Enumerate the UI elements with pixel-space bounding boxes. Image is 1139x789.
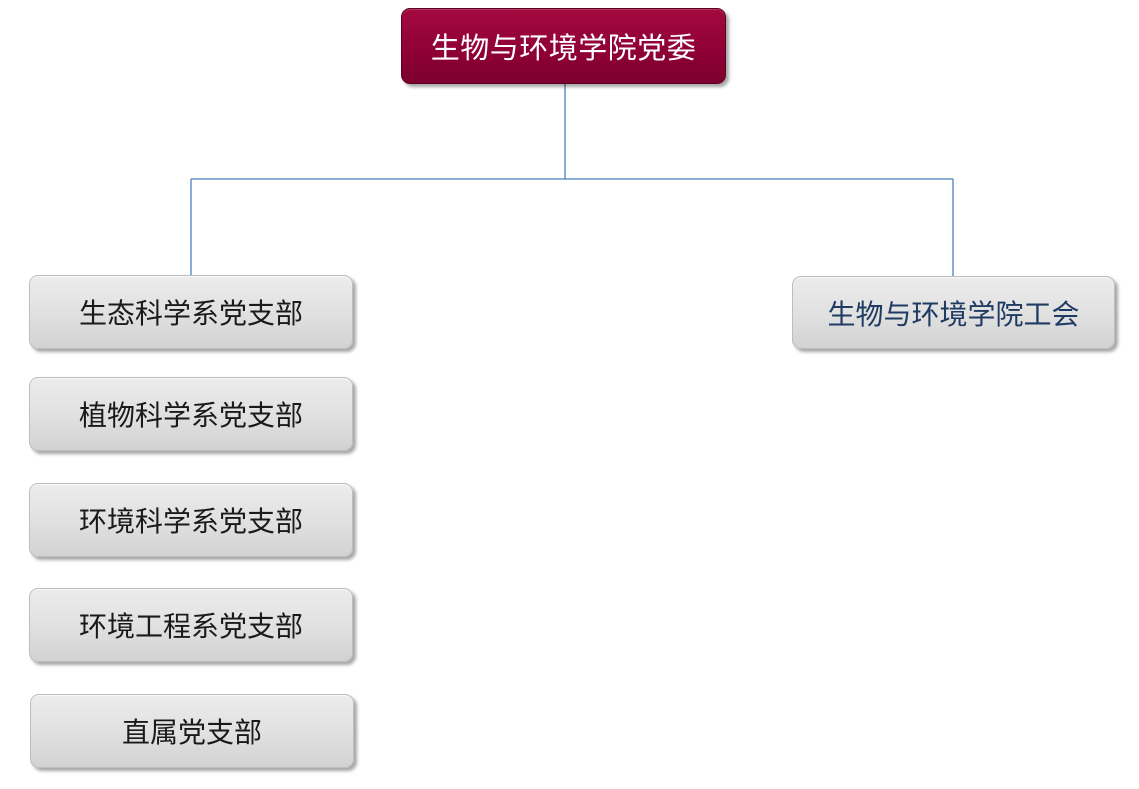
branch-node-label: 直属党支部 <box>121 716 262 749</box>
branch-node-environmental-science: 环境科学系党支部 <box>29 483 353 557</box>
branch-node-plant-science: 植物科学系党支部 <box>29 377 353 451</box>
root-node-label: 生物与环境学院党委 <box>430 31 697 65</box>
branch-node-environmental-engineering: 环境工程系党支部 <box>29 588 353 662</box>
branch-node-direct: 直属党支部 <box>30 694 354 768</box>
branch-node-ecology: 生态科学系党支部 <box>29 275 353 349</box>
union-node: 生物与环境学院工会 <box>792 276 1115 349</box>
union-node-label: 生物与环境学院工会 <box>827 297 1080 331</box>
branch-node-label: 生态科学系党支部 <box>78 297 303 330</box>
branch-node-label: 环境科学系党支部 <box>78 505 303 538</box>
root-node-party-committee: 生物与环境学院党委 <box>401 8 726 84</box>
branch-node-label: 环境工程系党支部 <box>78 610 303 643</box>
branch-node-label: 植物科学系党支部 <box>78 399 303 432</box>
